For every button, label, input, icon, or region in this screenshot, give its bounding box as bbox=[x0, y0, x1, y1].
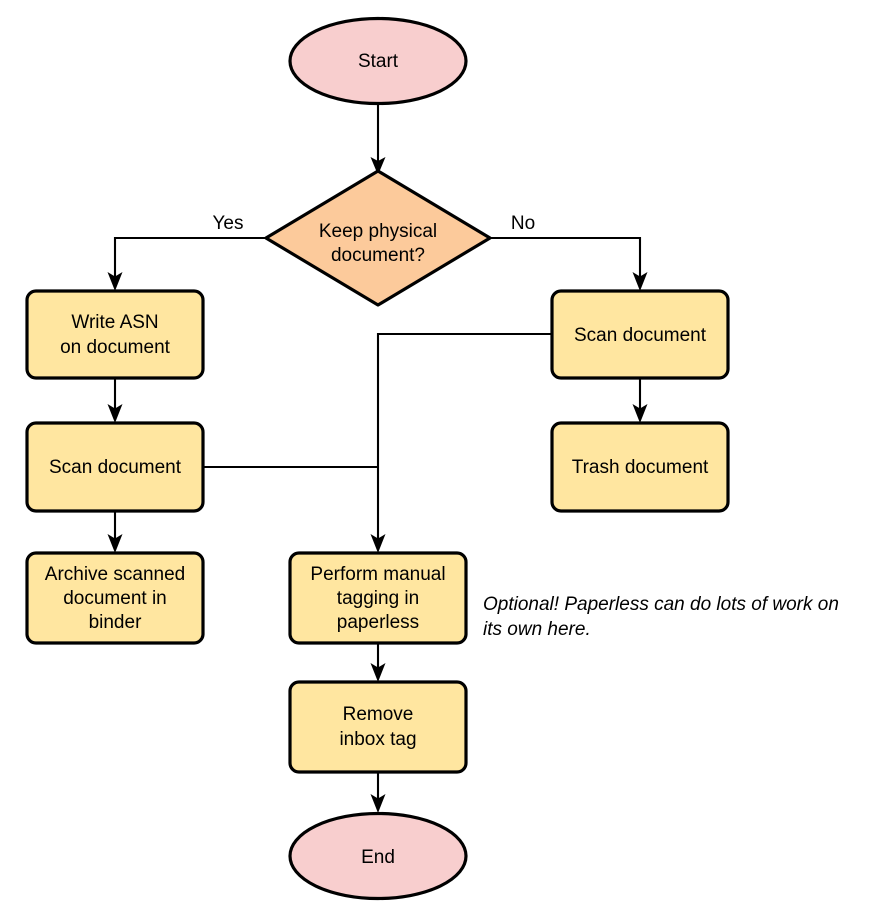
note-optional-paperless: Optional! Paperless can do lots of work … bbox=[483, 594, 839, 640]
note-line2: its own here. bbox=[483, 619, 591, 640]
scan-document-right-label: Scan document bbox=[574, 325, 707, 346]
edge-scanright-to-tagging bbox=[370, 332, 551, 553]
archive-label-line1: Archive scanned bbox=[45, 564, 185, 585]
edge-writeasn-to-scanleft bbox=[107, 378, 123, 423]
remove-inbox-tag-box[interactable] bbox=[288, 680, 468, 774]
node-scan-document-left[interactable]: Scan document bbox=[25, 421, 205, 513]
node-trash-document[interactable]: Trash document bbox=[550, 421, 730, 513]
node-end[interactable]: End bbox=[288, 811, 468, 901]
note-line1: Optional! Paperless can do lots of work … bbox=[483, 594, 839, 615]
edge-tagging-to-removetag bbox=[370, 643, 386, 682]
decision-label-line1: Keep physical bbox=[319, 221, 437, 242]
trash-document-box[interactable] bbox=[550, 421, 730, 513]
start-label: Start bbox=[358, 51, 399, 72]
edge-decision-yes bbox=[107, 236, 265, 291]
archive-label-line3: binder bbox=[89, 612, 142, 633]
edge-removetag-to-end bbox=[370, 772, 386, 813]
write-asn-box[interactable] bbox=[25, 289, 205, 380]
edge-decision-no bbox=[490, 236, 648, 291]
edge-scanright-to-trash bbox=[632, 378, 648, 423]
tagging-label-line1: Perform manual bbox=[310, 564, 445, 585]
edge-scanleft-to-archive bbox=[107, 511, 123, 553]
tagging-label-line2: tagging in bbox=[337, 588, 419, 609]
node-scan-document-right[interactable]: Scan document bbox=[550, 289, 730, 380]
archive-label-line2: document in bbox=[63, 588, 167, 609]
write-asn-label-line1: Write ASN bbox=[71, 312, 158, 333]
edge-label-yes: Yes bbox=[213, 213, 244, 234]
trash-document-label: Trash document bbox=[572, 457, 709, 478]
node-archive-scanned-document[interactable]: Archive scanned document in binder bbox=[25, 551, 205, 645]
write-asn-label-line2: on document bbox=[60, 337, 171, 358]
end-ellipse[interactable] bbox=[288, 811, 468, 901]
tagging-box[interactable] bbox=[288, 551, 468, 645]
node-decision-keep-physical-document[interactable]: Keep physical document? bbox=[264, 169, 492, 307]
node-remove-inbox-tag[interactable]: Remove inbox tag bbox=[288, 680, 468, 774]
remove-inbox-tag-label-line1: Remove bbox=[343, 704, 414, 725]
archive-box[interactable] bbox=[25, 551, 205, 645]
node-perform-manual-tagging[interactable]: Perform manual tagging in paperless bbox=[288, 551, 468, 645]
scan-document-right-box[interactable] bbox=[550, 289, 730, 380]
node-start[interactable]: Start bbox=[288, 16, 468, 106]
end-label: End bbox=[361, 847, 395, 868]
start-ellipse[interactable] bbox=[288, 16, 468, 106]
decision-diamond[interactable] bbox=[264, 169, 492, 307]
node-write-asn[interactable]: Write ASN on document bbox=[25, 289, 205, 380]
edge-label-no: No bbox=[511, 213, 535, 234]
scan-document-left-label: Scan document bbox=[49, 457, 182, 478]
remove-inbox-tag-label-line2: inbox tag bbox=[339, 729, 416, 750]
edge-start-to-decision bbox=[370, 103, 386, 175]
scan-document-left-box[interactable] bbox=[25, 421, 205, 513]
tagging-label-line3: paperless bbox=[337, 612, 419, 633]
decision-label-line2: document? bbox=[331, 245, 425, 266]
